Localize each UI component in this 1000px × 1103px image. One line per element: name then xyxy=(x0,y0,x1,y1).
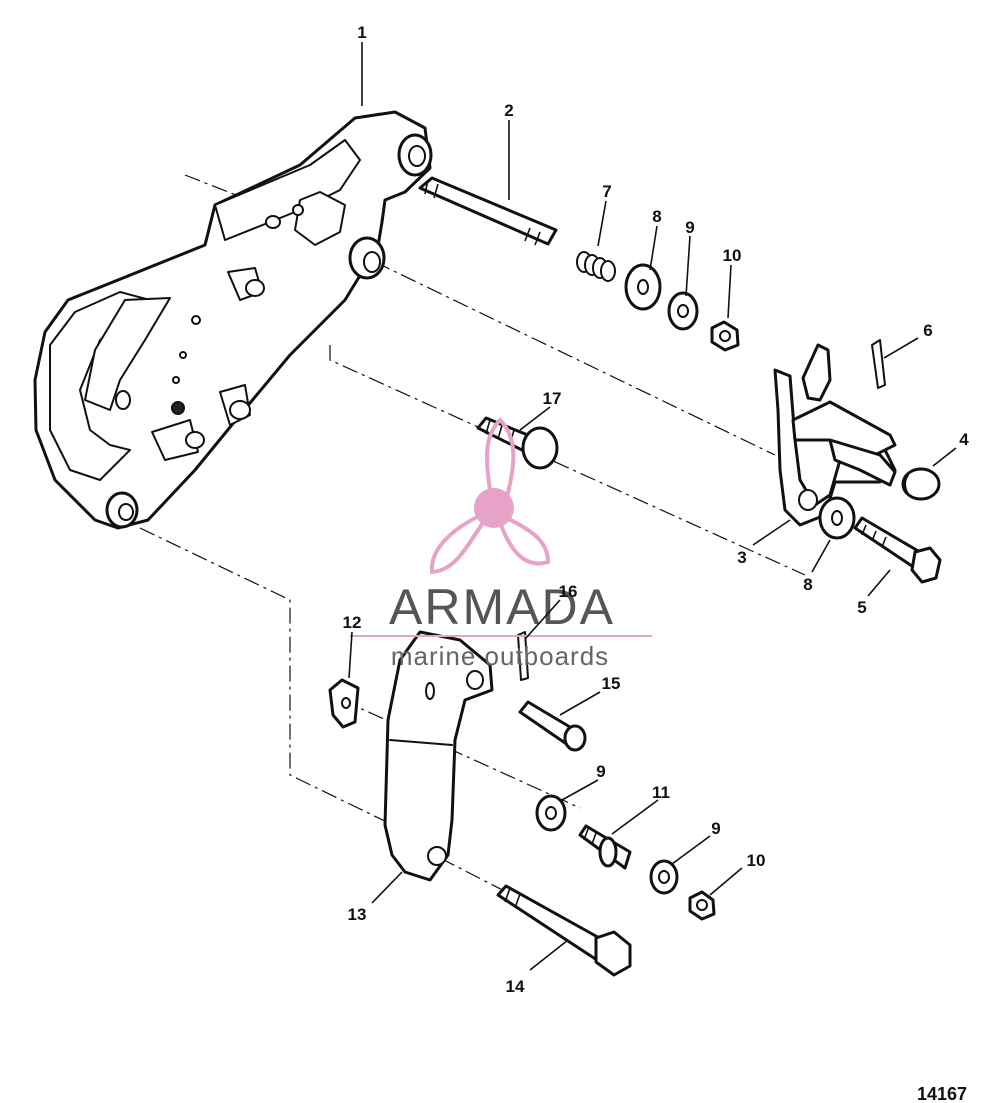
callout-6: 6 xyxy=(923,321,932,340)
callout-16: 16 xyxy=(559,582,578,601)
washer-part-8-lower xyxy=(818,496,856,540)
callout-9-middle: 9 xyxy=(596,762,605,781)
callout-leaders xyxy=(348,42,957,971)
shoulder-stud-part-11 xyxy=(578,824,632,870)
callout-labels: 1 2 3 4 5 6 7 8 8 9 9 9 10 10 11 12 13 1… xyxy=(343,23,970,996)
washer-part-9-lower xyxy=(649,859,679,895)
shift-lever-part-3 xyxy=(773,343,897,527)
callout-9-lower: 9 xyxy=(711,819,720,838)
callout-13: 13 xyxy=(348,905,367,924)
clevis-pin-part-15 xyxy=(518,700,587,752)
watermark-brand: ARMADA xyxy=(389,579,615,635)
callout-8-upper: 8 xyxy=(652,207,661,226)
callout-2: 2 xyxy=(504,101,513,120)
cap-part-4 xyxy=(901,467,941,501)
callout-5: 5 xyxy=(857,598,866,617)
propeller-logo xyxy=(429,417,551,575)
callout-15: 15 xyxy=(602,674,621,693)
stud-part-2 xyxy=(418,176,558,246)
washer-part-8-upper xyxy=(624,263,662,311)
pin-part-16 xyxy=(517,631,529,681)
callout-3: 3 xyxy=(737,548,746,567)
callout-11: 11 xyxy=(652,783,670,802)
spring-part-7 xyxy=(576,251,616,282)
figure-number: 14167 xyxy=(917,1084,967,1103)
callout-14: 14 xyxy=(506,977,525,996)
nut-part-10-upper xyxy=(710,320,740,352)
clip-part-12 xyxy=(328,678,360,729)
washer-part-9-upper xyxy=(667,291,699,331)
nut-part-10-lower xyxy=(688,890,716,921)
watermark-tagline: marine outboards xyxy=(391,641,609,671)
callout-4: 4 xyxy=(959,430,969,449)
washer-part-9-middle xyxy=(535,794,567,832)
callout-1: 1 xyxy=(357,23,366,42)
bolt-part-5 xyxy=(853,516,942,584)
callout-10-lower: 10 xyxy=(747,851,766,870)
callout-8-lower: 8 xyxy=(803,575,812,594)
callout-10-upper: 10 xyxy=(723,246,742,265)
callout-9-upper: 9 xyxy=(685,218,694,237)
cotter-pin-part-6 xyxy=(871,339,886,389)
callout-7: 7 xyxy=(602,182,611,201)
callout-17: 17 xyxy=(543,389,562,408)
long-bolt-part-14 xyxy=(496,884,632,977)
armada-watermark: ARMADA marine outboards xyxy=(350,417,652,671)
lower-lever-part-13 xyxy=(383,630,494,882)
main-bracket-part-1 xyxy=(33,110,433,530)
callout-12: 12 xyxy=(343,613,362,632)
